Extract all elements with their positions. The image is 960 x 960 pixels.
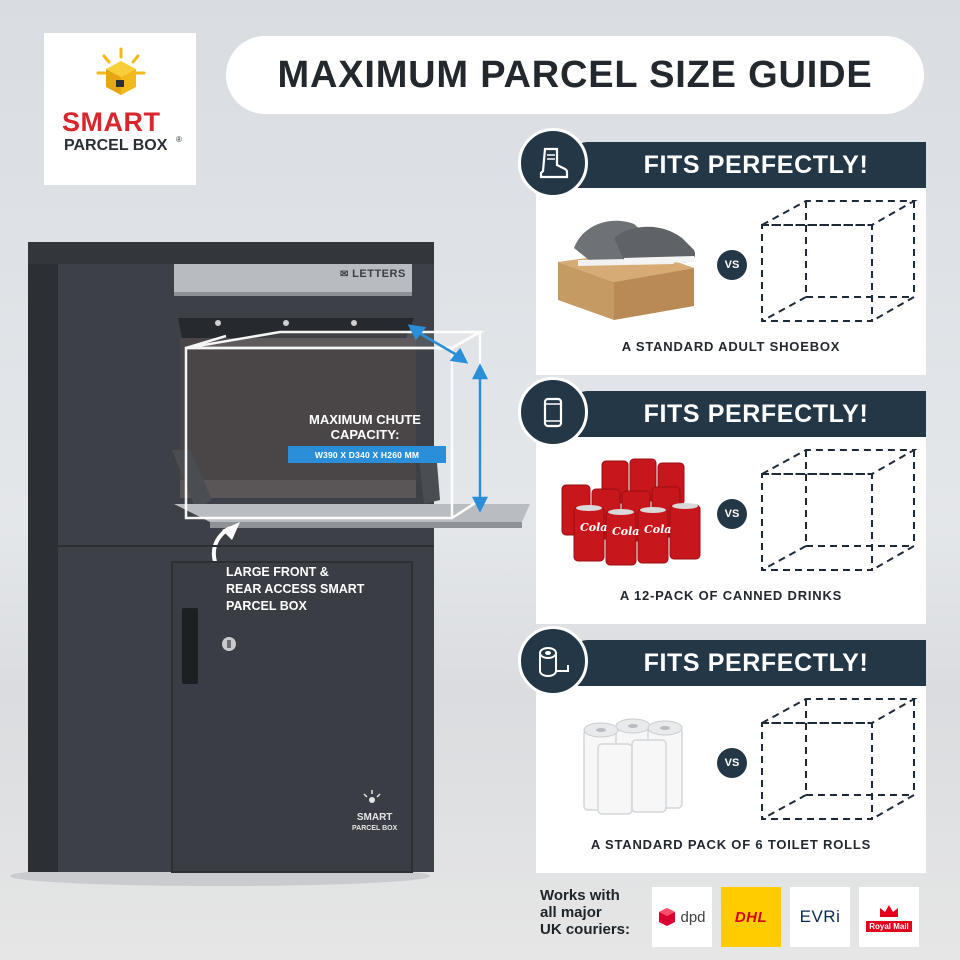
door-brand-line-1: SMART <box>356 812 393 823</box>
letters-label: LETTERS <box>352 268 406 280</box>
boot-icon <box>518 128 588 198</box>
brand-logo: SMART PARCEL BOX ® <box>44 33 196 185</box>
vs-badge: VS <box>717 250 747 280</box>
letters-plate <box>174 264 412 292</box>
courier-logo-dpd: dpd <box>652 887 712 947</box>
shoebox-illustration <box>558 220 696 320</box>
parcel-box-illustration <box>10 242 530 886</box>
access-callout: LARGE FRONT & REAR ACCESS SMART PARCEL B… <box>226 564 364 615</box>
dashed-box-outline <box>761 449 918 571</box>
courier-logo-evri: EVRi <box>790 887 850 947</box>
mail-icon: ✉ <box>340 269 353 280</box>
crown-icon <box>880 904 898 917</box>
chute-shelf <box>174 504 530 522</box>
chute-capacity-heading: MAXIMUM CHUTE CAPACITY: <box>290 412 440 442</box>
couriers-label-line-3: UK couriers: <box>540 921 631 938</box>
page-title: MAXIMUM PARCEL SIZE GUIDE <box>277 53 873 96</box>
card-caption: A 12-PACK OF CANNED DRINKS <box>619 588 843 603</box>
logo-word-smart: SMART <box>62 107 161 137</box>
couriers-label-line-1: Works with <box>540 887 620 904</box>
couriers-label-line-2: all major <box>540 904 602 921</box>
drink-can-icon <box>518 377 588 447</box>
dpd-logo-text: dpd <box>680 908 706 926</box>
door-brand-text: SMART PARCEL BOX <box>352 812 397 834</box>
card-header <box>564 640 926 686</box>
logo-registered-mark: ® <box>176 135 182 144</box>
callout-line-3: PARCEL BOX <box>226 599 307 613</box>
page-title-banner: MAXIMUM PARCEL SIZE GUIDE <box>226 36 924 114</box>
card-caption: A STANDARD PACK OF 6 TOILET ROLLS <box>590 837 872 852</box>
chute-heading-line-1: MAXIMUM CHUTE <box>309 412 421 427</box>
toilet-rolls-illustration <box>583 718 683 815</box>
box-door <box>171 561 413 873</box>
card-heading: FITS PERFECTLY! <box>643 648 869 677</box>
chute-dimensions-badge: W390 X D340 X H260 MM <box>288 446 446 463</box>
door-brand-icon <box>363 790 381 803</box>
door-handle <box>182 608 198 684</box>
card-header <box>564 142 926 188</box>
callout-line-2: REAR ACCESS SMART <box>226 582 365 596</box>
card-heading: FITS PERFECTLY! <box>643 399 869 428</box>
chute-opening <box>180 338 416 498</box>
couriers-label: Works with all major UK couriers: <box>540 887 630 938</box>
can-label: Cola <box>612 525 640 538</box>
dhl-logo-text: DHL <box>734 908 768 926</box>
card-header <box>564 391 926 437</box>
dashed-box-outline <box>761 200 918 322</box>
vs-badge: VS <box>717 499 747 529</box>
card-caption: A STANDARD ADULT SHOEBOX <box>621 339 841 354</box>
evri-logo-text: EVRi <box>799 907 841 926</box>
letters-label-group: ✉ LETTERS <box>340 268 406 280</box>
dpd-cube-icon <box>659 908 676 926</box>
card-heading: FITS PERFECTLY! <box>643 150 869 179</box>
door-brand-line-2: PARCEL BOX <box>352 825 398 832</box>
can-label: Cola <box>580 521 608 534</box>
callout-line-1: LARGE FRONT & <box>226 565 329 579</box>
chute-heading-line-2: CAPACITY: <box>330 427 400 442</box>
royal-mail-logo-text: Royal Mail <box>866 920 912 932</box>
size-card-shoebox: FITS PERFECTLY! VS A STANDARD ADULT SHOE… <box>518 128 926 375</box>
courier-logo-royal-mail: Royal Mail <box>859 887 919 947</box>
logo-word-parcel-box: PARCEL BOX <box>64 137 168 154</box>
courier-logo-dhl: DHL <box>721 887 781 947</box>
toilet-roll-icon <box>518 626 588 696</box>
vs-badge: VS <box>717 748 747 778</box>
can-label: Cola <box>644 523 672 536</box>
cola-pack-illustration <box>561 458 701 566</box>
dashed-box-outline <box>761 698 918 820</box>
size-card-toilet-rolls: FITS PERFECTLY! VS A STANDARD PACK OF 6 … <box>518 626 926 873</box>
lightbulb-box-icon <box>96 47 146 95</box>
size-card-drinks: FITS PERFECTLY! Cola Cola Cola VS A 12-P… <box>518 377 926 624</box>
